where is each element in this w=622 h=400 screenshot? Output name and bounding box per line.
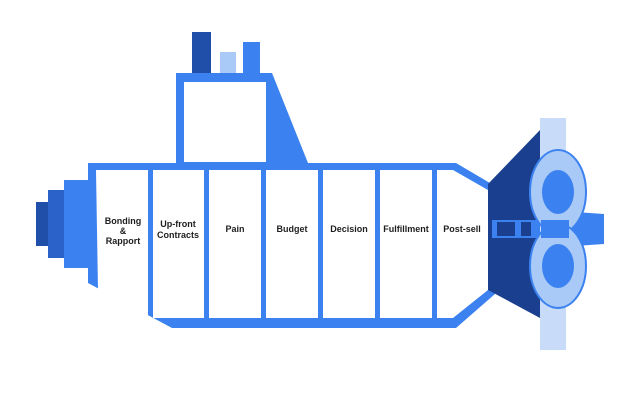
compartment-up-front-contracts [153,170,204,318]
compartment-pain [209,170,261,318]
stage-label-post-sell: Post-sell [443,224,481,234]
compartment-post-sell [437,170,488,318]
rear-nozzle-inner [64,180,90,268]
compartment-bonding-rapport [96,170,148,318]
compartment-fulfillment [380,170,432,318]
stage-label-decision: Decision [330,224,368,234]
compartment-decision [323,170,375,318]
shaft-segment [521,222,531,236]
propeller-blade-top-inner [542,170,574,214]
stage-label-bonding-rapport: Bonding & Rapport [105,216,142,246]
rear-nozzle-middle [48,190,66,258]
conning-tower-window [184,82,266,162]
stage-label-line: Up-front [160,219,196,229]
stage-label-line: Rapport [106,236,141,246]
stage-label-up-front-contracts: Up-front Contracts [157,219,199,240]
propeller-shaft-tip [575,212,604,246]
stage-label-line: & [120,226,127,236]
periscope-pipe-light [220,52,236,78]
propeller-hub [541,220,569,238]
stage-label-budget: Budget [277,224,308,234]
stage-label-line: Bonding [105,216,142,226]
shaft-segment [497,222,515,236]
rear-nozzle-outer [36,202,50,246]
stage-label-pain: Pain [225,224,244,234]
compartment-budget [266,170,318,318]
propeller-blade-bottom-inner [542,244,574,288]
stage-label-fulfillment: Fulfillment [383,224,429,234]
periscope-pipe-medium [243,42,260,78]
stage-label-line: Contracts [157,230,199,240]
periscope-pipe-dark [192,32,211,78]
